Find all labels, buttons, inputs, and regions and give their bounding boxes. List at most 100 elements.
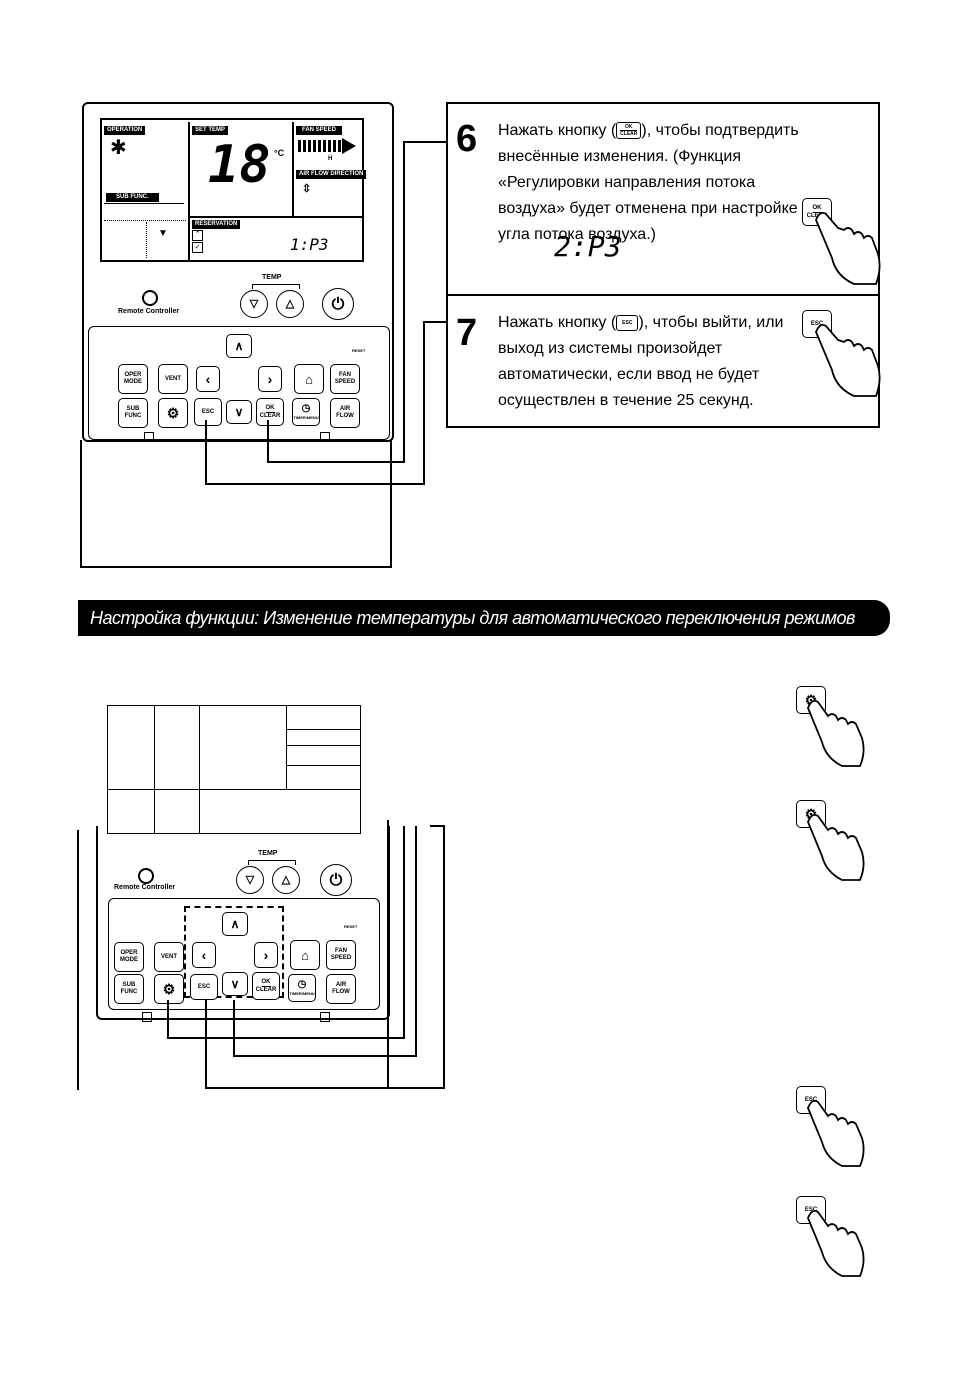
- fan-speed-button[interactable]: FAN SPEED: [326, 940, 356, 970]
- lcd-code: 1:P3: [290, 235, 329, 254]
- reservation-check-icon: ✓: [192, 242, 203, 253]
- nav-right-button[interactable]: ›: [258, 366, 282, 392]
- fan-level: H: [328, 156, 333, 162]
- temp-up-button[interactable]: △: [276, 290, 304, 318]
- reservation-tag: RESERVATION: [192, 220, 241, 229]
- upper-stand-tab-left: [144, 432, 154, 442]
- esc-button[interactable]: ESC: [190, 974, 218, 1000]
- clear-label: CLEAR: [259, 412, 281, 419]
- set-temp-unit: °C: [274, 148, 285, 158]
- oper-mode-button[interactable]: OPER MODE: [118, 364, 148, 394]
- upper-remote-lower-panel: [88, 326, 390, 440]
- nav-left-button[interactable]: ‹: [196, 366, 220, 392]
- nav-down-button[interactable]: ∨: [226, 400, 252, 424]
- ok-label: OK: [261, 978, 271, 987]
- vent-button[interactable]: VENT: [154, 942, 184, 972]
- nav-up-button[interactable]: ∧: [222, 912, 248, 936]
- leader-esc-to-step7: [205, 321, 446, 485]
- air-flow-direction-tag: AIR FLOW DIRECTION: [296, 170, 367, 179]
- vent-button[interactable]: VENT: [158, 364, 188, 394]
- sub-func-tag: SUB FUNC.: [106, 193, 159, 202]
- lcd-divider-v2: [292, 122, 294, 218]
- set-temp-value: 18: [208, 135, 271, 195]
- temp-bracket: [248, 860, 296, 865]
- sub-func-button[interactable]: SUB FUNC: [118, 398, 148, 428]
- lcd-divider-h1: [104, 203, 184, 204]
- timer-button[interactable]: ◷TIMER/MENU: [292, 398, 320, 426]
- clear-label: CLEAR: [255, 986, 277, 993]
- steps-divider: [448, 294, 878, 296]
- hand-press-icon: [815, 211, 881, 285]
- hand-press-icon: [807, 1209, 865, 1277]
- section-banner: Настройка функции: Изменение температуры…: [78, 600, 890, 664]
- nav-left-button[interactable]: ‹: [192, 942, 216, 968]
- arrow-right-icon: ›: [263, 946, 269, 963]
- lower-remote-panel: [108, 898, 380, 1010]
- table-cell: [199, 705, 287, 790]
- leader-ok-to-step6: [267, 141, 446, 463]
- nav-right-button[interactable]: ›: [254, 942, 278, 968]
- lcd-divider-v-dotted: [146, 222, 147, 258]
- fan-speed-button[interactable]: FAN SPEED: [330, 364, 360, 394]
- table-cell: [199, 789, 361, 834]
- step-7-inline-esc-key: ESC: [616, 314, 639, 331]
- step-6-display-code: 2:P3: [554, 230, 622, 263]
- esc-button[interactable]: ESC: [194, 398, 222, 426]
- table-cell: [286, 765, 361, 790]
- step-6-hand-key-top: OK: [812, 204, 822, 213]
- dashed-highlight-nav: [184, 906, 284, 998]
- home-icon: ⌂: [305, 371, 313, 387]
- gear-icon: ⚙: [162, 980, 176, 997]
- arrow-down-icon: ∨: [230, 976, 240, 991]
- step-7-text-before: Нажать кнопку (: [498, 314, 617, 331]
- nav-up-button[interactable]: ∧: [226, 334, 252, 358]
- temp-bracket: [252, 284, 300, 289]
- sub-func-button[interactable]: SUB FUNC: [114, 974, 144, 1004]
- home-button[interactable]: ⌂: [290, 940, 320, 970]
- fan-speed-arrow: [342, 138, 356, 154]
- oper-mode-button[interactable]: OPER MODE: [114, 942, 144, 972]
- operation-tag: OPERATION: [104, 126, 146, 135]
- timer-button[interactable]: ◷TIMER/MENU: [288, 974, 316, 1002]
- air-flow-button[interactable]: AIR FLOW: [326, 974, 356, 1004]
- temp-down-button[interactable]: ▽: [236, 866, 264, 894]
- right-hand-gear-1: ⚙: [796, 686, 866, 770]
- arrow-up-icon: ∧: [234, 338, 244, 353]
- fan-speed-tag: FAN SPEED: [296, 126, 343, 135]
- arrow-left-icon: ‹: [205, 370, 211, 387]
- vent-label: VENT: [164, 375, 181, 382]
- settings-button[interactable]: ⚙: [158, 398, 188, 428]
- nav-down-button[interactable]: ∨: [222, 972, 248, 996]
- lcd-divider-dotted: [104, 220, 186, 221]
- gear-icon: ⚙: [166, 404, 180, 421]
- step-7-text-after: ), чтобы выйти, или выход из системы про…: [498, 314, 784, 409]
- upper-lcd-screen: OPERATION ✱ SUB FUNC. ▼ SET TEMP 18 °C F…: [100, 118, 367, 262]
- step-7-text: Нажать кнопку (ESC), чтобы выйти, или вы…: [498, 310, 798, 414]
- temp-up-button[interactable]: △: [272, 866, 300, 894]
- lcd-divider-v1: [188, 122, 190, 260]
- table-cell: [286, 729, 361, 746]
- right-hand-esc-1: ESC: [796, 1086, 866, 1170]
- air-flow-button[interactable]: AIR FLOW: [330, 398, 360, 428]
- upper-stand-tab-right: [320, 432, 330, 442]
- snowflake-icon: ✱: [110, 137, 127, 159]
- step-7-hand: ESC: [802, 310, 882, 400]
- temp-down-button[interactable]: ▽: [240, 290, 268, 318]
- fan-swing-icon: ▼: [158, 228, 168, 239]
- leader-gear: [167, 826, 405, 1039]
- remote-brand-label: Remote Controller: [118, 308, 180, 315]
- step-6-number: 6: [456, 118, 478, 160]
- power-button[interactable]: ⏻: [320, 864, 352, 896]
- reset-label: RESET: [352, 348, 366, 353]
- right-hand-gear-2: ⚙: [796, 800, 866, 884]
- step-6-key-bottom: CLEAR: [620, 131, 638, 138]
- upper-remote: OPERATION ✱ SUB FUNC. ▼ SET TEMP 18 °C F…: [82, 102, 394, 442]
- leader-nav: [233, 826, 417, 1057]
- home-button[interactable]: ⌂: [294, 364, 324, 394]
- power-button[interactable]: ⏻: [322, 288, 354, 320]
- leader-esc: [205, 825, 445, 1089]
